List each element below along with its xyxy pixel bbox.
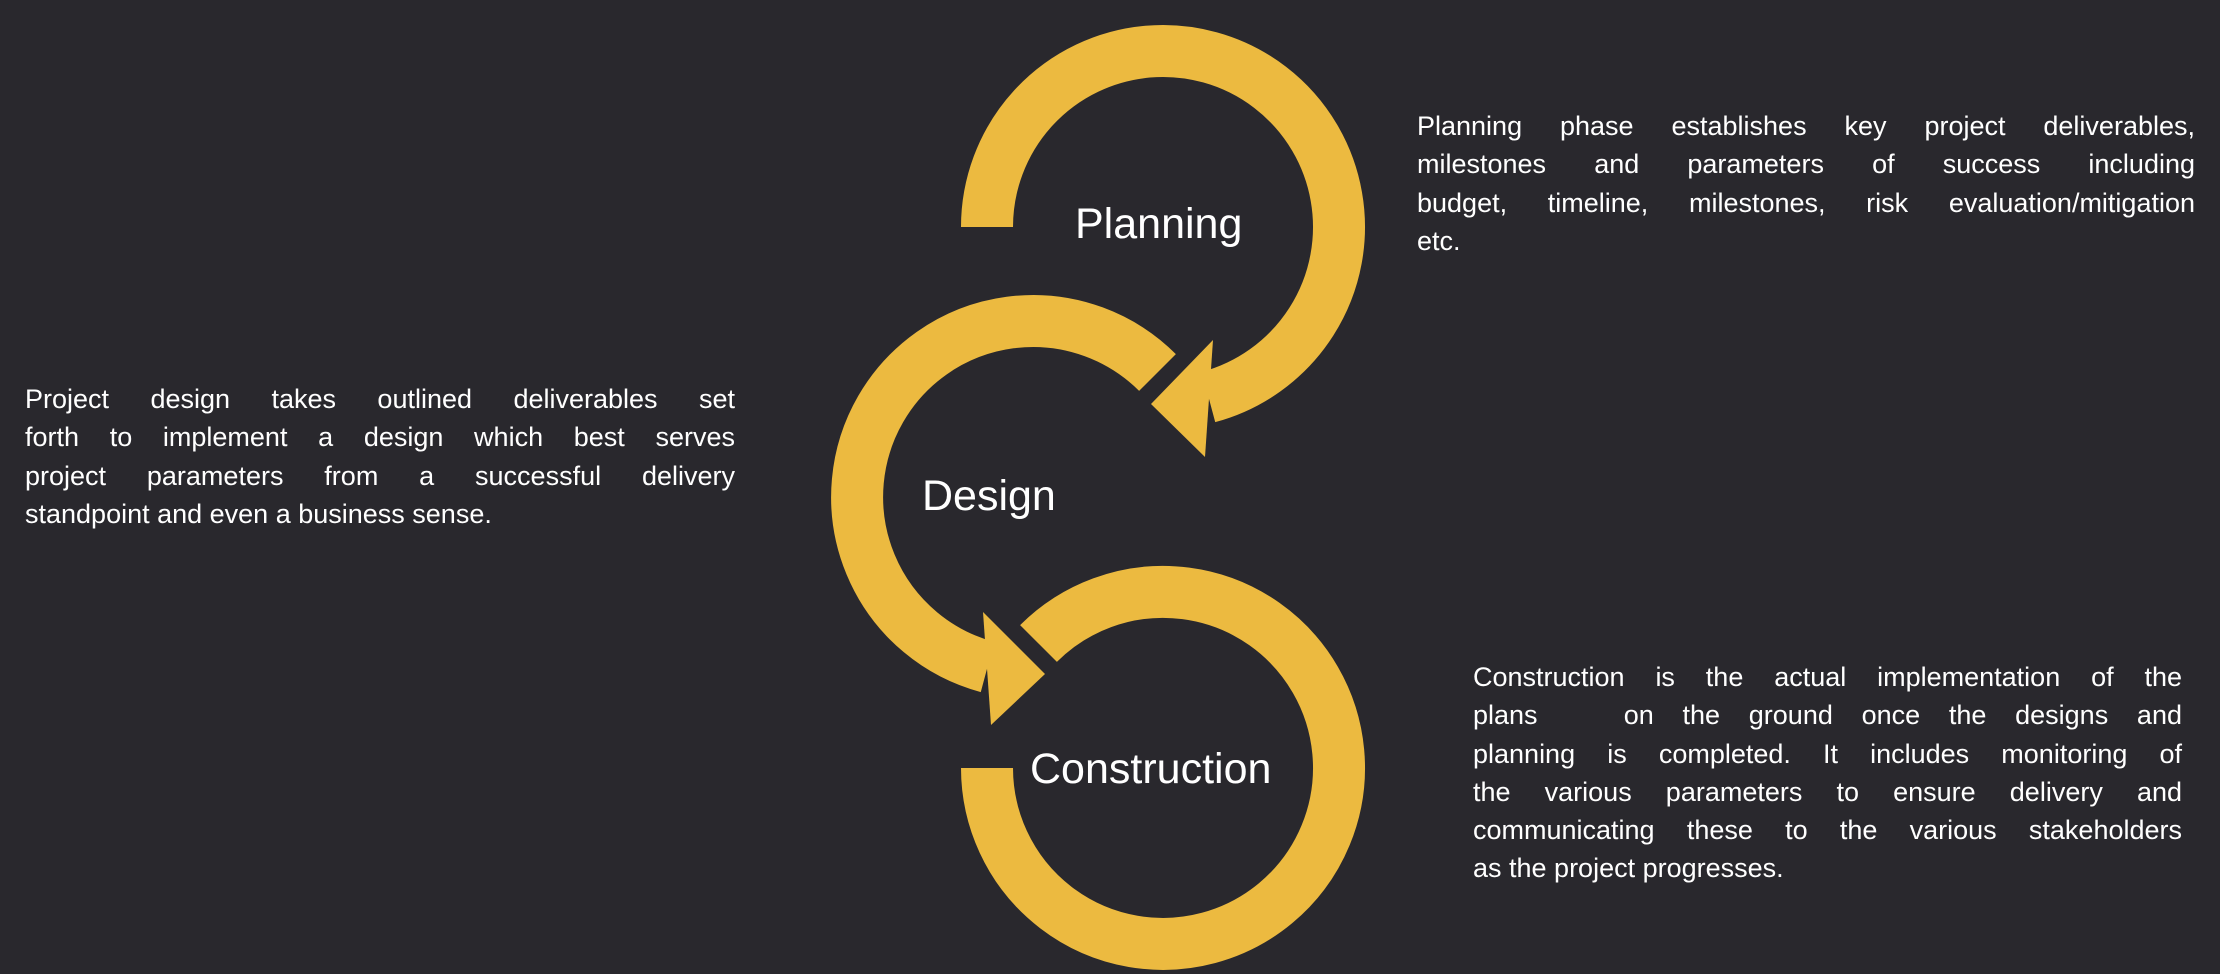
description-line: plans on the ground once the designs and: [1473, 700, 2182, 731]
construction-arc: [961, 565, 1365, 970]
design-arrowhead: [983, 612, 1045, 725]
description-line: etc.: [1417, 225, 1461, 256]
planning-arc: [961, 24, 1365, 423]
design-description: Project design takes outlined deliverabl…: [25, 380, 735, 533]
description-line: standpoint and even a business sense.: [25, 498, 492, 529]
description-line: project parameters from a successful del…: [25, 460, 735, 491]
construction-label: Construction: [1030, 745, 1272, 793]
construction-description: Construction is the actual implementatio…: [1473, 658, 2182, 888]
description-line: as the project progresses.: [1473, 853, 1784, 884]
description-line: budget, timeline, milestones, risk evalu…: [1417, 187, 2195, 218]
description-line: planning is completed. It includes monit…: [1473, 738, 2182, 769]
planning-arrowhead: [1151, 340, 1213, 457]
planning-label: Planning: [1075, 200, 1243, 248]
description-line: forth to implement a design which best s…: [25, 422, 735, 453]
description-line: Planning phase establishes key project d…: [1417, 111, 2195, 141]
description-line: Project design takes outlined deliverabl…: [25, 384, 735, 414]
description-line: the various parameters to ensure deliver…: [1473, 776, 2182, 807]
planning-description: Planning phase establishes key project d…: [1417, 107, 2195, 260]
description-line: milestones and parameters of success inc…: [1417, 149, 2195, 180]
description-line: Construction is the actual implementatio…: [1473, 662, 2182, 692]
design-label: Design: [922, 472, 1056, 520]
description-line: communicating these to the various stake…: [1473, 815, 2182, 846]
design-arc: [831, 295, 1176, 693]
